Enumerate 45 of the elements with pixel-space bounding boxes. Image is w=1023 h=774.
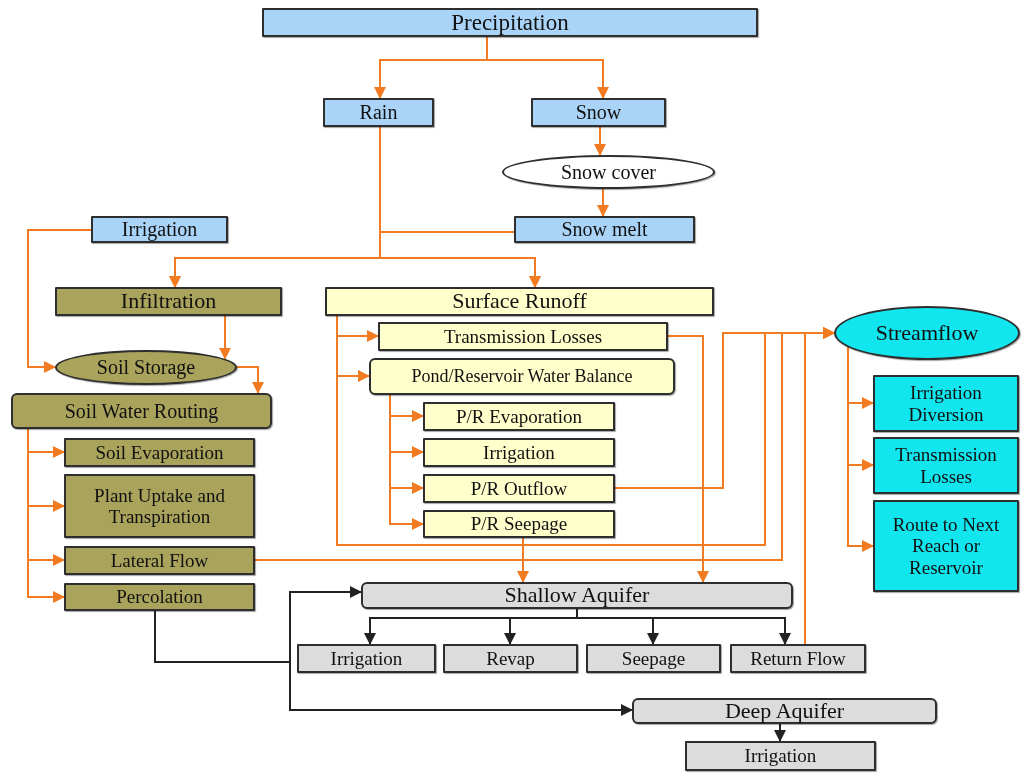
process-box: Return Flow: [730, 644, 866, 673]
arrow: [219, 315, 231, 360]
process-box: Irrigation: [423, 438, 615, 467]
process-box: Rain: [323, 98, 434, 127]
arrow: [27, 229, 92, 373]
process-box: Seepage: [586, 644, 721, 673]
process-box: Pond/Reservoir Water Balance: [369, 358, 675, 395]
process-box: Deep Aquifer: [632, 698, 937, 724]
arrow: [517, 537, 529, 583]
process-box: Route to Next Reach or Reservoir: [873, 500, 1019, 592]
process-box: Soil Water Routing: [11, 393, 272, 429]
process-box: Irrigation Diversion: [873, 375, 1019, 432]
process-box: Irrigation: [91, 216, 228, 243]
process-box: Snow: [531, 98, 666, 127]
process-box: Percolation: [64, 583, 255, 611]
arrow: [594, 126, 606, 157]
process-box: P/R Seepage: [423, 510, 615, 538]
process-box: Shallow Aquifer: [361, 582, 793, 609]
process-box: Plant Uptake and Transpiration: [64, 474, 255, 538]
process-box: Infiltration: [55, 287, 282, 316]
process-box: Precipitation: [262, 8, 758, 37]
process-box: Irrigation: [297, 644, 436, 673]
process-box: P/R Evaporation: [423, 402, 615, 431]
arrow: [27, 428, 65, 603]
process-box: Revap: [443, 644, 578, 673]
arrow: [667, 335, 709, 583]
process-box: Soil Evaporation: [64, 438, 255, 467]
process-ellipse: Streamflow: [834, 306, 1020, 360]
arrow: [774, 723, 786, 742]
process-box: Transmission Losses: [378, 322, 668, 351]
arrow: [235, 366, 264, 394]
arrow: [804, 327, 835, 645]
process-box: Lateral Flow: [64, 546, 255, 575]
arrow: [389, 394, 424, 530]
process-box: Irrigation: [685, 741, 876, 771]
arrow: [597, 188, 609, 217]
arrow: [576, 608, 791, 645]
arrow: [847, 346, 874, 552]
process-ellipse: Soil Storage: [55, 350, 237, 385]
process-box: Transmission Losses: [873, 437, 1019, 494]
process-ellipse: Snow cover: [502, 155, 715, 189]
process-box: Surface Runoff: [325, 287, 714, 316]
arrow: [486, 36, 609, 99]
process-box: Snow melt: [514, 216, 695, 243]
process-box: P/R Outflow: [423, 474, 615, 503]
